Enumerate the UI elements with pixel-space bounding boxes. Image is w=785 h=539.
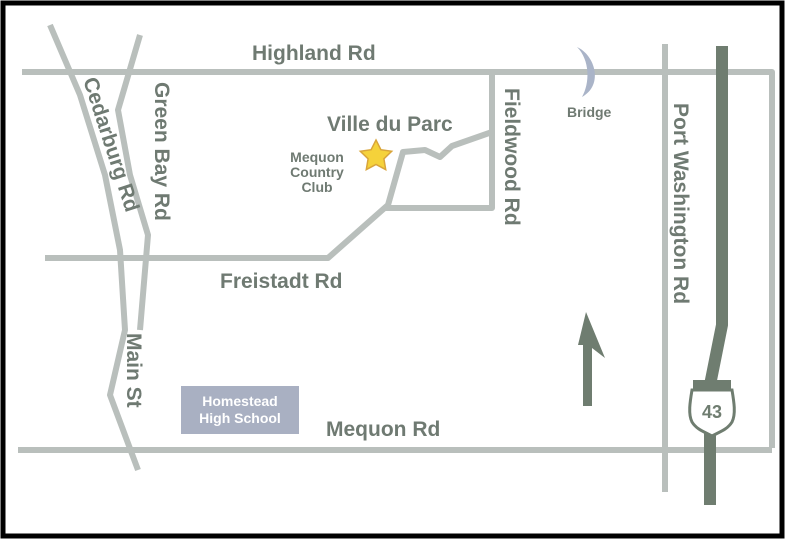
mequon-rd-label: Mequon Rd [326, 418, 440, 441]
school-label-line1: Homestead [202, 393, 277, 409]
interstate-43-line [704, 46, 728, 505]
cedarburg-rd-line [47, 23, 141, 472]
green-bay-rd-label: Green Bay Rd [150, 82, 173, 221]
port-washington-rd-label: Port Washington Rd [669, 103, 692, 304]
main-st-label: Main St [122, 333, 145, 408]
bridge-label: Bridge [567, 104, 612, 120]
shield-number: 43 [702, 402, 722, 422]
country-club-line3: Club [301, 179, 332, 195]
fieldwood-rd-label: Fieldwood Rd [500, 88, 523, 226]
freistadt-rd-label: Freistadt Rd [220, 270, 343, 293]
highland-rd-label: Highland Rd [252, 42, 376, 65]
fieldwood-rd-line [385, 72, 495, 211]
north-arrow-icon [578, 312, 605, 406]
school-box [181, 386, 299, 434]
roads [18, 23, 775, 492]
star-icon [358, 138, 394, 171]
highland-rd-line [22, 69, 775, 448]
school-label-line2: High School [199, 410, 281, 426]
green-bay-rd-line [115, 34, 151, 331]
country-club-line2: Country [290, 164, 344, 180]
bridge-icon [577, 47, 595, 97]
freistadt-rd-line [45, 129, 493, 261]
interstate-shield-icon: 43 [688, 380, 736, 438]
destination-label: Ville du Parc [327, 113, 453, 136]
country-club-line1: Mequon [290, 149, 344, 165]
